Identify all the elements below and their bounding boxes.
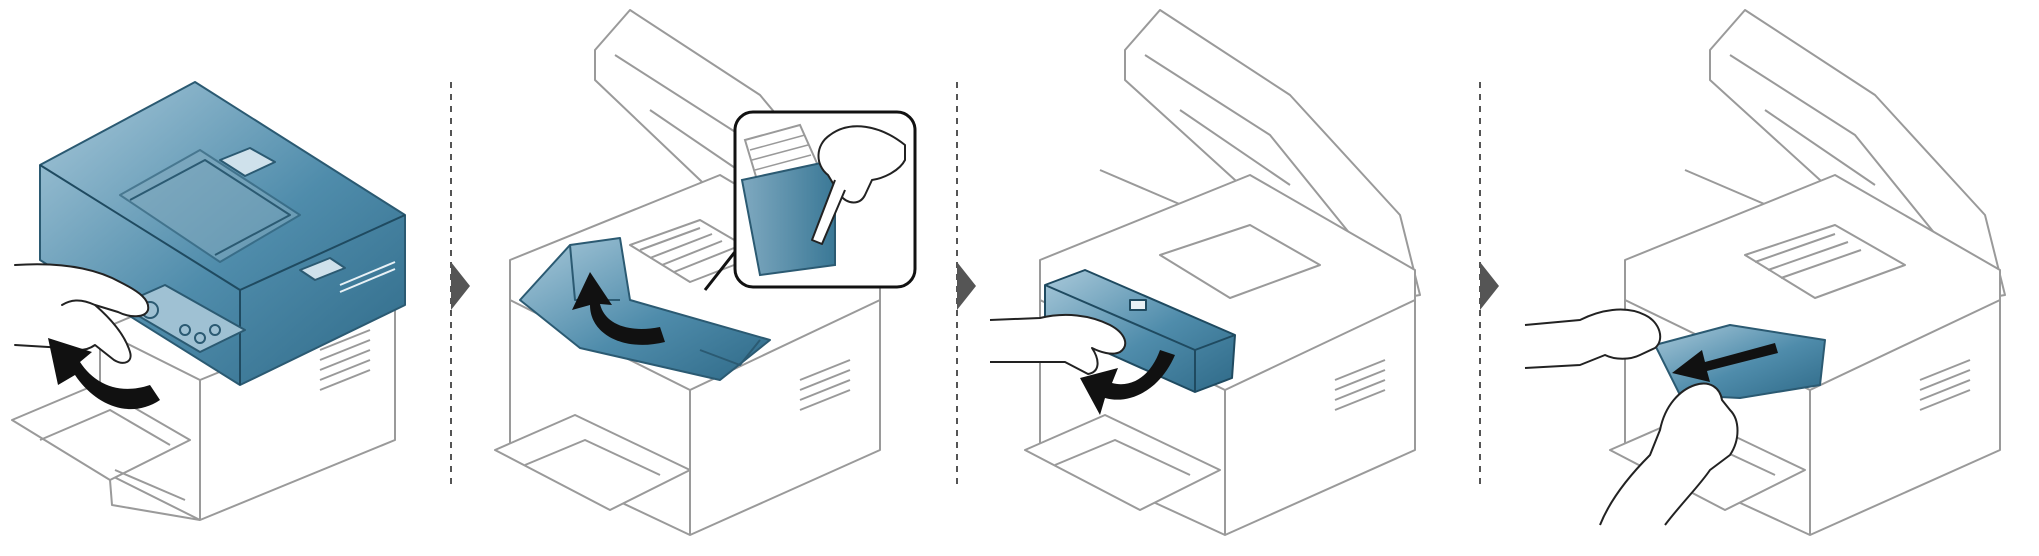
step-arrow-icon: [1480, 262, 1499, 310]
step-arrow-icon: [957, 262, 976, 310]
inner-cover-highlight: [519, 237, 771, 381]
step-arrow-icon: [451, 262, 470, 310]
hand-icon: [989, 313, 1127, 375]
lift-arrow-icon: [48, 338, 160, 410]
panel-2: [494, 9, 917, 536]
hand-icon: [1524, 308, 1739, 526]
open-arrow-icon: [572, 272, 665, 345]
pull-arrow-icon: [1672, 343, 1778, 382]
zoom-callout: [703, 110, 917, 291]
panel-3: [989, 9, 1421, 536]
panel-1: [11, 81, 406, 521]
remove-arrow-icon: [1080, 350, 1175, 415]
panel-4: [1524, 9, 2006, 536]
hand-icon: [811, 125, 906, 245]
